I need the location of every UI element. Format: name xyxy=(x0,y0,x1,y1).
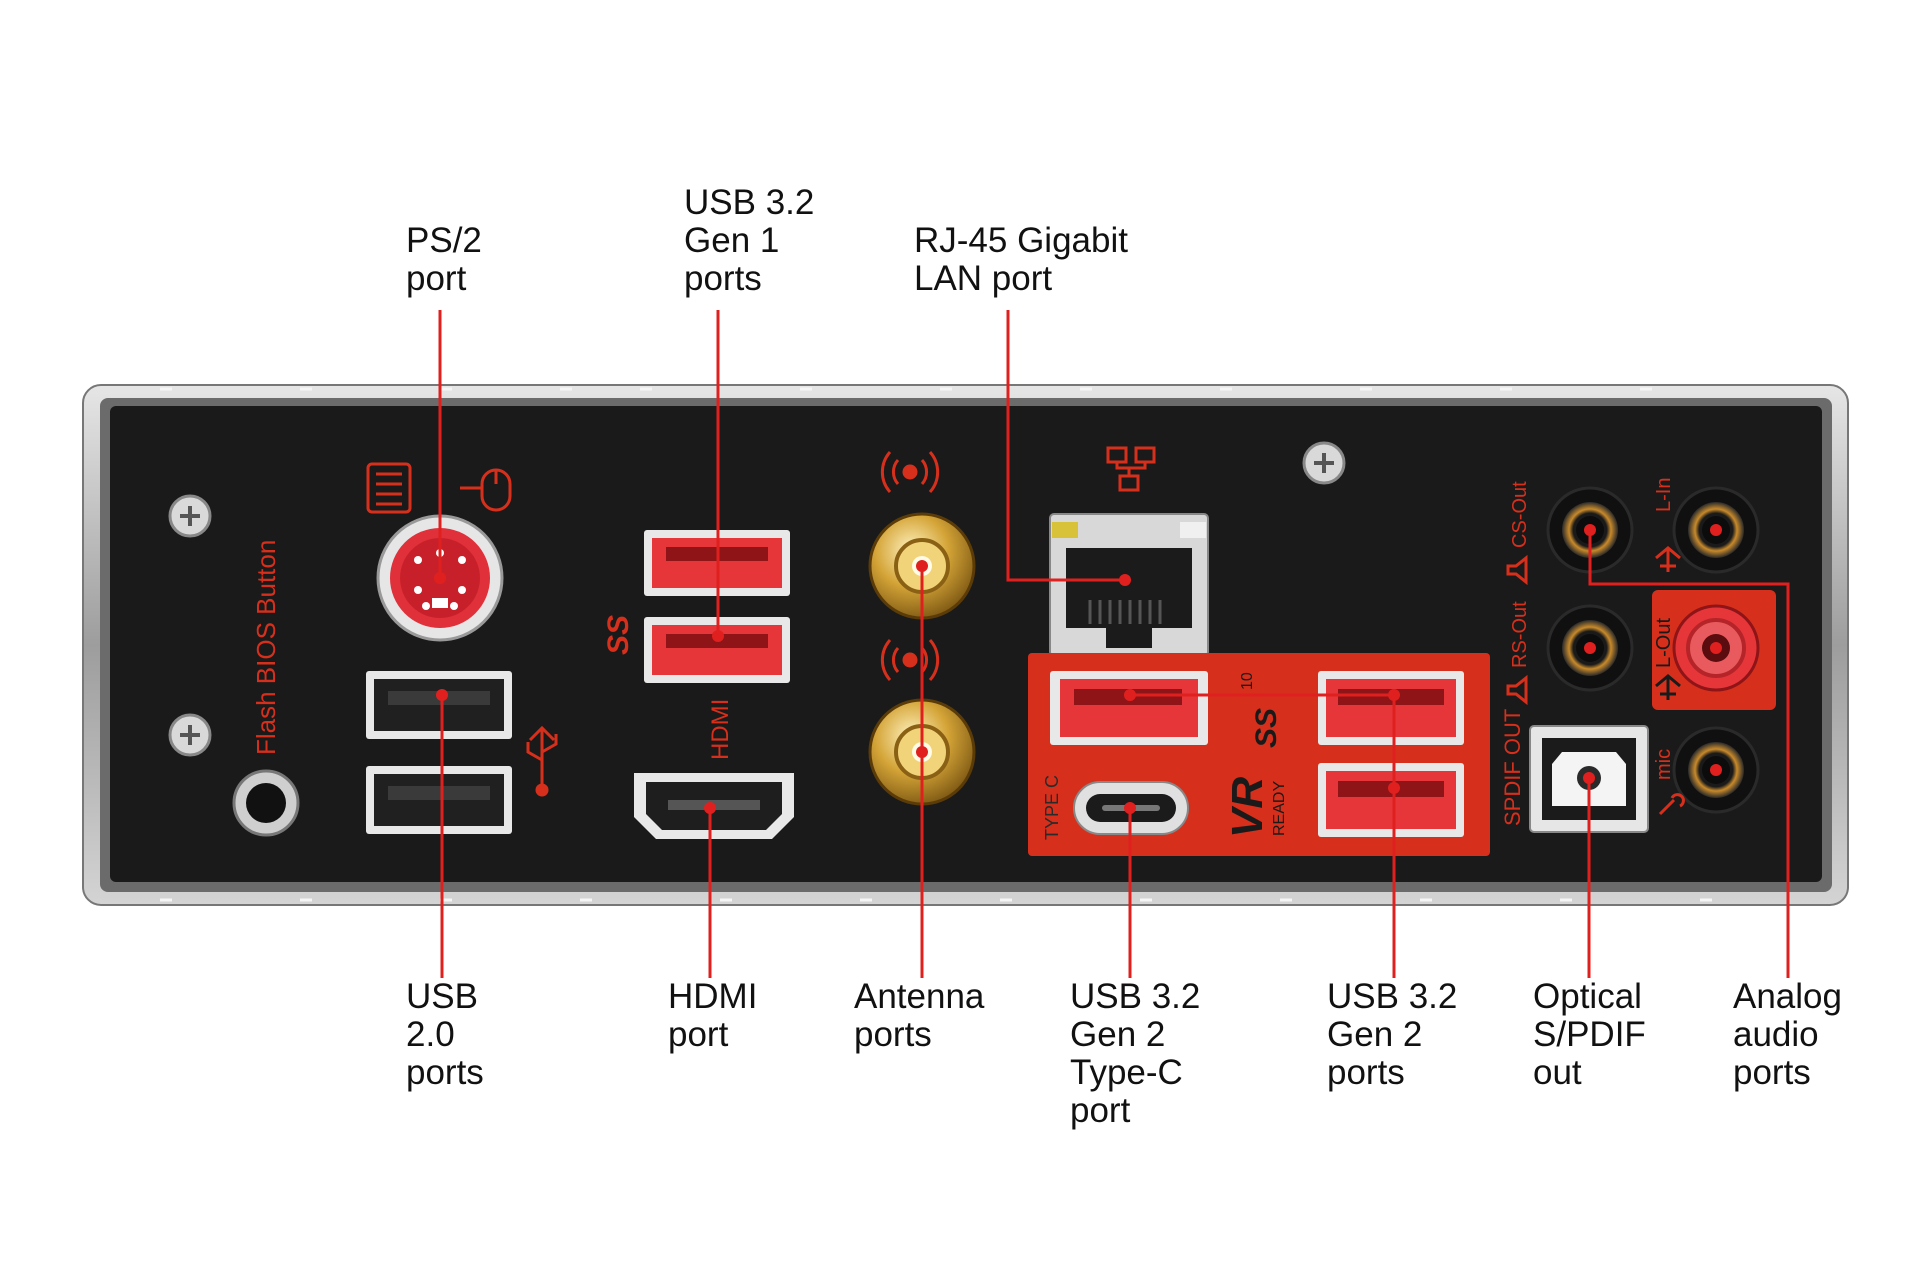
rs-out-print: RS-Out xyxy=(1509,601,1531,668)
flash-bios-label: Flash BIOS Button xyxy=(251,540,281,755)
leader-rj45 xyxy=(1006,310,1125,582)
headphone-icon xyxy=(1655,546,1681,572)
screw xyxy=(168,713,212,757)
leader-analog xyxy=(1588,530,1790,978)
callout-usb32-gen1: USB 3.2 Gen 1 ports xyxy=(684,183,815,298)
callout-optical: Optical S/PDIF out xyxy=(1533,977,1646,1092)
callout-usb20: USB 2.0 ports xyxy=(406,977,484,1092)
vr-ready-text: READY xyxy=(1271,781,1288,836)
type-c-print: TYPE C xyxy=(1042,775,1062,840)
usb-3-2-gen2-port xyxy=(1050,671,1208,745)
usb-3-2-gen2-port xyxy=(1318,763,1464,837)
vr-ready-logo: VR xyxy=(1223,777,1272,838)
hdmi-print: HDMI xyxy=(707,699,734,760)
leader-dots xyxy=(434,524,1722,814)
speaker-icon xyxy=(1506,554,1528,586)
keyboard-icon xyxy=(366,462,412,514)
callout-usb32-gen2: USB 3.2 Gen 2 ports xyxy=(1327,977,1458,1092)
screw xyxy=(1302,441,1346,485)
mic-print: mic xyxy=(1653,749,1675,780)
usb-icon xyxy=(526,725,558,797)
screw xyxy=(168,494,212,538)
flash-bios-button[interactable] xyxy=(232,769,300,837)
superspeed-usb-icon: SS xyxy=(602,615,635,655)
l-in-print: L-In xyxy=(1653,478,1675,512)
callout-rj45: RJ-45 Gigabit LAN port xyxy=(914,221,1128,298)
callout-analog-audio: Analog audio ports xyxy=(1733,977,1842,1092)
usb-3-2-gen2-port xyxy=(1318,671,1464,745)
microphone-icon xyxy=(1658,793,1685,816)
mouse-icon xyxy=(460,468,512,512)
cs-out-print: CS-Out xyxy=(1509,481,1531,548)
network-icon xyxy=(1106,446,1156,492)
callout-hdmi: HDMI port xyxy=(668,977,758,1054)
superspeed-10-number: 10 xyxy=(1239,672,1256,690)
callout-antenna: Antenna ports xyxy=(854,977,985,1054)
rj45-lan-port xyxy=(1049,513,1209,657)
frame-rivets xyxy=(160,387,1712,902)
antenna-icon xyxy=(880,639,940,681)
usb-2-0-port xyxy=(366,671,512,739)
speaker-icon xyxy=(1506,674,1528,706)
spdif-out-print: SPDIF OUT xyxy=(1500,709,1525,826)
callout-usb32-gen2-typec: USB 3.2 Gen 2 Type-C port xyxy=(1070,977,1201,1130)
antenna-icon xyxy=(880,451,940,493)
callout-ps2: PS/2 port xyxy=(406,221,482,298)
l-out-print: L-Out xyxy=(1653,618,1675,668)
usb-2-0-port xyxy=(366,766,512,834)
superspeed-10-icon: SS xyxy=(1250,708,1283,748)
headphone-icon xyxy=(1655,674,1681,700)
